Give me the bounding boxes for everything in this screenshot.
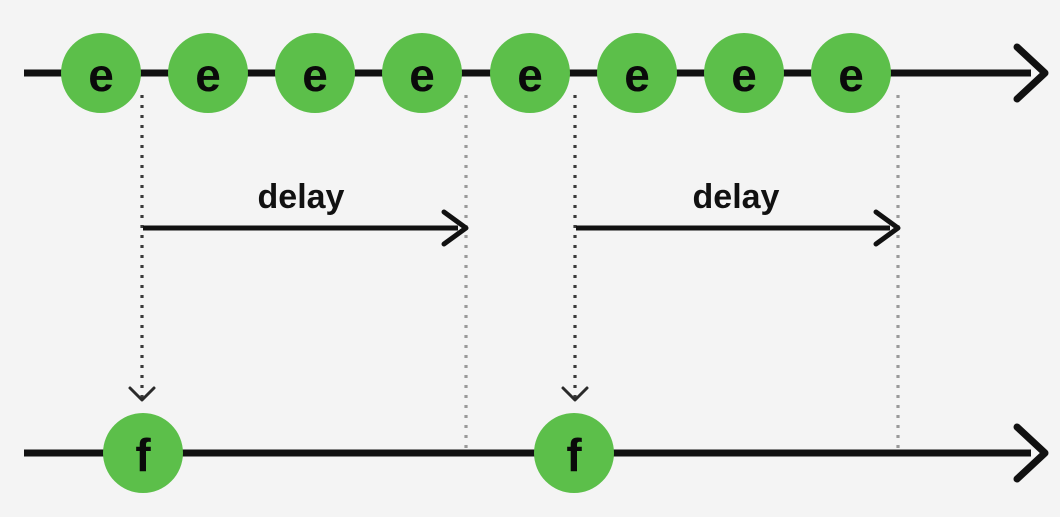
source-marble[interactable] [61, 33, 141, 113]
source-marble[interactable] [811, 33, 891, 113]
source-marble-label: e [302, 49, 328, 101]
source-marble-label: e [409, 49, 435, 101]
delay-annotations: delay delay [143, 178, 901, 247]
guide-emit-1-arrow-icon [128, 386, 156, 402]
source-marble[interactable] [490, 33, 570, 113]
delay-arrow-head-icon [441, 209, 469, 247]
source-marble-label: e [731, 49, 757, 101]
output-marble[interactable] [103, 413, 183, 493]
source-marble[interactable] [168, 33, 248, 113]
output-marble-label: f [135, 429, 151, 481]
delay-label: delay [258, 178, 345, 216]
source-timeline-arrow-icon [1013, 43, 1049, 103]
output-timeline-arrow-icon [1013, 423, 1049, 483]
source-marble-label: e [838, 49, 864, 101]
source-marble[interactable] [704, 33, 784, 113]
delay-arrow-head-icon [873, 209, 901, 247]
source-marble-label: e [624, 49, 650, 101]
guide-lines [128, 95, 900, 452]
output-marble[interactable] [534, 413, 614, 493]
source-marble[interactable] [382, 33, 462, 113]
source-marble-label: e [517, 49, 543, 101]
guide-emit-2-arrow-icon [561, 386, 589, 402]
source-marble[interactable] [597, 33, 677, 113]
source-marble-label: e [195, 49, 221, 101]
source-marble-label: e [88, 49, 114, 101]
output-marble-label: f [566, 429, 582, 481]
source-marble[interactable] [275, 33, 355, 113]
delay-label: delay [693, 178, 780, 216]
